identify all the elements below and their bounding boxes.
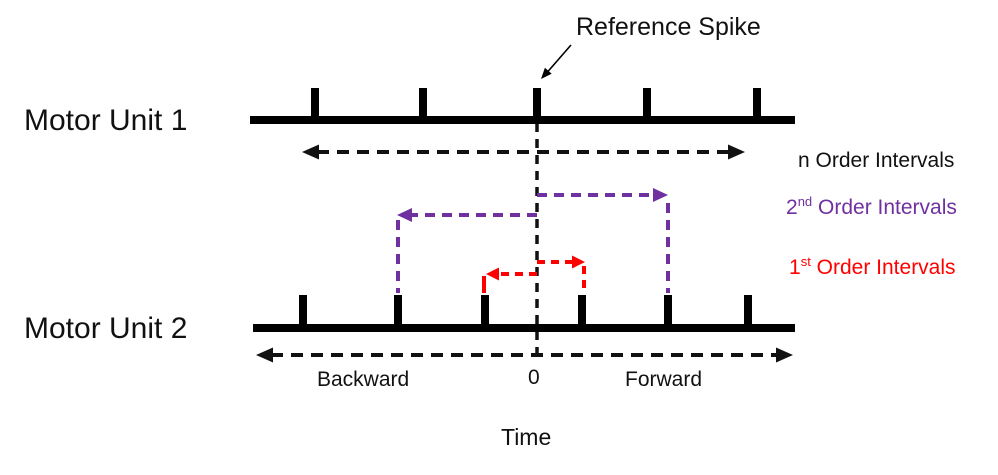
reference-pointer-head xyxy=(541,67,552,79)
legend-second-order-prefix: 2 xyxy=(786,196,798,219)
motor-unit-1-label: Motor Unit 1 xyxy=(24,104,188,137)
legend-first-order-prefix: 1 xyxy=(789,256,801,279)
legend-n-order-intervals: n Order Intervals xyxy=(798,149,954,173)
time-axis-arrow-head-left xyxy=(256,347,273,363)
legend-second-order-sup: nd xyxy=(797,194,813,209)
forward-label: Forward xyxy=(625,368,703,391)
legend-second-order-intervals: 2nd Order Intervals xyxy=(786,194,957,220)
legend-n-order-prefix: n xyxy=(798,149,810,172)
reference-spike-label: Reference Spike xyxy=(576,13,761,41)
second-order-right-head xyxy=(653,188,668,202)
legend-n-order-rest: Order Intervals xyxy=(809,149,955,172)
time-axis-label: Time xyxy=(501,424,552,450)
time-axis-arrow-head-right xyxy=(776,347,793,363)
backward-label: Backward xyxy=(317,368,410,391)
first-order-left-head xyxy=(486,267,499,281)
legend-second-order-rest: Order Intervals xyxy=(812,196,957,219)
first-order-right-head xyxy=(572,255,585,269)
motor-unit-2-label: Motor Unit 2 xyxy=(24,312,188,345)
n-order-arrow-head-right xyxy=(728,144,745,160)
zero-label: 0 xyxy=(528,366,540,389)
second-order-left-head xyxy=(397,208,412,222)
legend-first-order-rest: Order Intervals xyxy=(810,256,956,279)
legend-first-order-intervals: 1st Order Intervals xyxy=(789,254,956,280)
legend-first-order-sup: st xyxy=(800,254,811,269)
reference-pointer-line xyxy=(543,44,572,77)
n-order-arrow-head-left xyxy=(302,144,319,160)
